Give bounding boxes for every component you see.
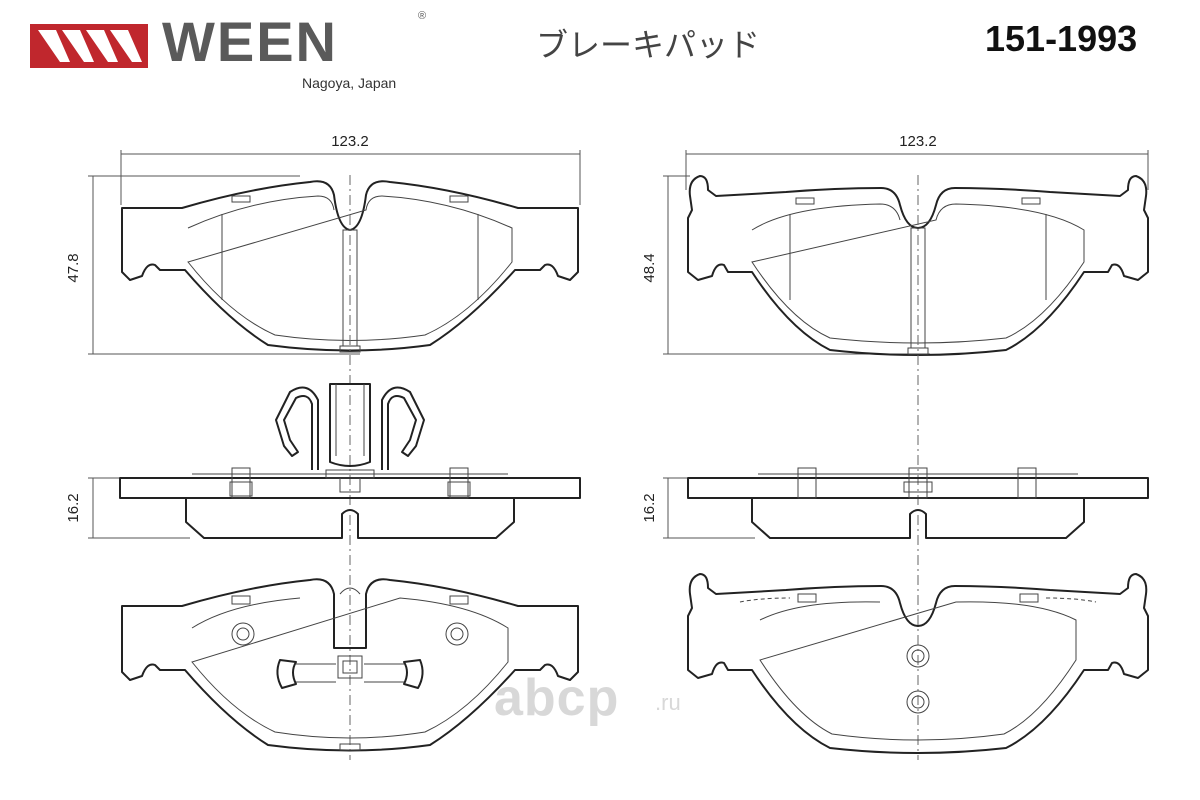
right-pad-front-view: 123.2 48.4	[641, 133, 1149, 760]
right-thickness-dim: 16.2	[641, 493, 658, 522]
left-thickness-dim: 16.2	[65, 493, 82, 522]
watermark-suffix: .ru	[655, 690, 681, 715]
left-width-dim: 123.2	[331, 133, 369, 150]
right-width-dim: 123.2	[899, 133, 937, 150]
left-pad-back-view	[121, 578, 579, 752]
part-number: 151-1993	[985, 18, 1138, 59]
right-pad-side-view: 16.2	[641, 467, 1149, 539]
left-pad-side-view: 16.2	[65, 383, 581, 539]
brand-logo-icon	[30, 24, 148, 68]
brand-name: WEEN	[162, 10, 338, 73]
watermark-text: abcp	[494, 669, 620, 727]
left-height-dim: 47.8	[65, 253, 82, 282]
brand-subtitle: Nagoya, Japan	[302, 75, 397, 91]
registered-mark: ®	[418, 10, 427, 22]
right-pad-back-view	[687, 573, 1149, 754]
right-height-dim: 48.4	[641, 253, 658, 282]
left-pad-front-view: 123.2 47.8	[65, 133, 581, 760]
product-title: ブレーキパッド	[536, 26, 761, 64]
